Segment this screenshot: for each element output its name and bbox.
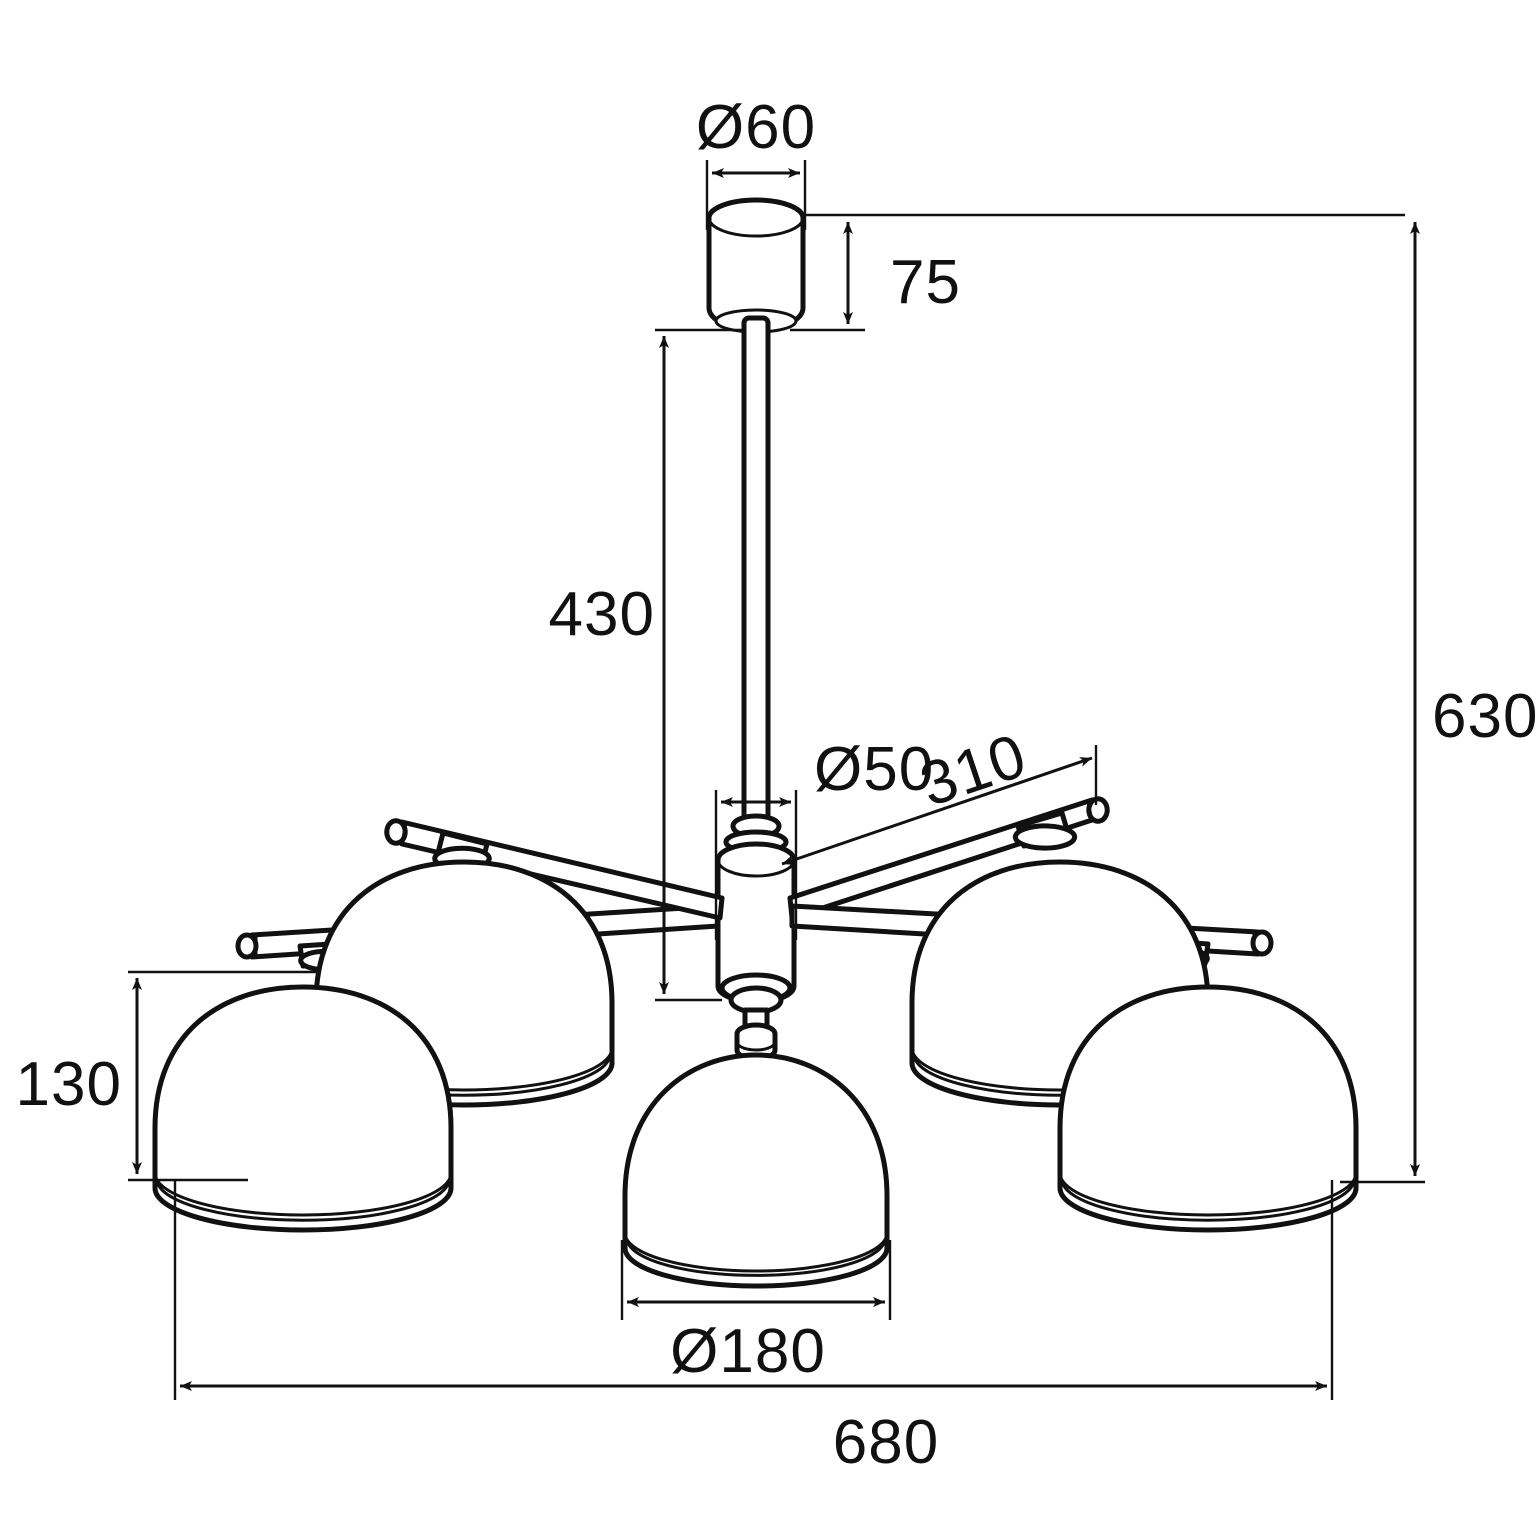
shade-center (622, 1052, 890, 1289)
shade-far-right (1057, 984, 1359, 1233)
dimension-label-overall-width: 680 (833, 1408, 939, 1477)
dimension-label-drop-length: 430 (549, 580, 655, 649)
center-hub (715, 813, 797, 1062)
dimension-drop-length: 430 (549, 328, 745, 1002)
ceiling-canopy (706, 197, 806, 334)
dimension-label-shade-height: 130 (16, 1050, 122, 1119)
dimension-overall-width: 680 (173, 1180, 1334, 1477)
dimension-canopy-height: 75 (790, 213, 1405, 332)
dimension-shade-diameter: Ø180 (620, 1240, 892, 1386)
dimension-canopy-diameter: Ø60 (696, 93, 816, 230)
dimension-overall-height: 630 (1340, 222, 1538, 1184)
drop-rod (741, 315, 771, 831)
dimension-label-overall-height: 630 (1432, 682, 1538, 751)
shade-far-left (152, 984, 454, 1233)
dimension-label-shade-diameter: Ø180 (670, 1317, 826, 1386)
dimension-label-canopy-diameter: Ø60 (696, 93, 816, 162)
dimension-label-canopy-height: 75 (890, 248, 961, 317)
fixture-geometry (152, 197, 1359, 1289)
dimension-annotations: Ø60 75 430 Ø50 (16, 93, 1538, 1477)
dimension-shade-height: 130 (16, 970, 320, 1182)
